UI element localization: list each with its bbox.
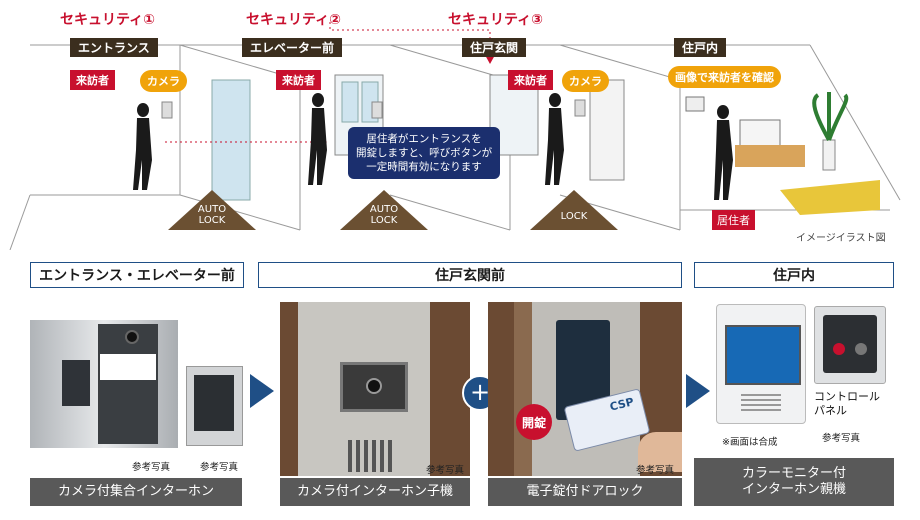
photo-entrance-intercom	[30, 320, 178, 448]
illustration-caption: イメージイラスト図	[796, 233, 886, 244]
tv	[739, 119, 781, 149]
autolock-label-2: AUTO LOCK	[369, 204, 399, 226]
lock-label: LOCK	[560, 211, 588, 222]
camera-lens-icon	[125, 330, 139, 344]
product-bar-master-monitor: カラーモニター付 インターホン親機	[694, 458, 894, 506]
card-brand: CSP	[608, 395, 636, 414]
arrow-right-icon	[250, 374, 274, 408]
control-panel-label: コントロール パネル	[814, 390, 880, 417]
camera-label-2: カメラ	[562, 70, 609, 92]
intercom-panel	[98, 324, 158, 444]
resident-label: 居住者	[712, 210, 755, 230]
plant	[812, 92, 849, 141]
area-tag-door: 住戸玄関	[462, 38, 527, 57]
photo-note-3: 参考写真	[426, 465, 465, 476]
area-tag-indoor: 住戸内	[674, 38, 727, 57]
hand	[638, 432, 682, 472]
area-tag-entrance: エントランス	[70, 38, 158, 57]
button-icon	[855, 343, 867, 355]
photo-note-4: 参考写真	[636, 465, 675, 476]
autolock-label-1: AUTO LOCK	[197, 204, 227, 226]
entrance-glass-door	[211, 79, 251, 201]
partition-3	[559, 44, 681, 81]
entrance-wall-outline	[30, 44, 181, 196]
partition-2	[389, 44, 511, 81]
security-illustration: セキュリティ① セキュリティ② セキュリティ③ エントランス エレベーター前 住…	[0, 0, 920, 250]
photo-note-2: 参考写真	[200, 462, 239, 473]
lock-marker	[530, 190, 618, 230]
keypad-panel	[194, 375, 234, 431]
speaker-grille	[348, 440, 394, 472]
intercom-display	[100, 354, 156, 380]
security-title-3: セキュリティ③	[448, 12, 544, 28]
sofa	[780, 180, 880, 215]
camera-panel-3	[574, 99, 586, 117]
photo-elevator-keypad	[186, 366, 243, 446]
keypad	[62, 360, 90, 406]
photo-note-5: ※画面は合成	[722, 437, 778, 448]
callout-box: 居住者がエントランスを 開錠しますと、呼びボタンが 一定時間有効になります	[348, 127, 501, 179]
photo-note-1: 参考写真	[132, 462, 171, 473]
security-title-1: セキュリティ①	[60, 12, 156, 28]
unit-door	[589, 79, 625, 181]
photo-note-6: 参考写真	[822, 433, 861, 444]
visitor-label-3: 来訪者	[508, 70, 553, 90]
photo-master-monitor	[716, 304, 806, 424]
photo-control-panel	[814, 306, 886, 384]
area-tag-elevator: エレベーター前	[242, 38, 343, 57]
unlock-badge: 開錠	[516, 404, 552, 440]
header-entrance-elevator: エントランス・エレベーター前	[30, 262, 244, 288]
visitor-label-2: 来訪者	[276, 70, 321, 90]
autolock-marker-1	[168, 190, 256, 230]
monitor-screen	[725, 325, 801, 385]
header-indoor: 住戸内	[694, 262, 894, 288]
monitor-speaker	[741, 391, 781, 411]
photo-door-intercom	[280, 302, 470, 476]
photo-electronic-lock: 開錠 CSP	[488, 302, 682, 476]
tv-stand	[735, 145, 805, 167]
arrow-right-icon-2	[686, 374, 710, 408]
alarm-icon	[833, 343, 845, 355]
camera-lens-icon	[366, 378, 382, 394]
product-bar-entrance-intercom: カメラ付集合インターホン	[30, 478, 242, 506]
camera-label-1: カメラ	[140, 70, 187, 92]
product-bar-door-intercom: カメラ付インターホン子機	[280, 478, 470, 506]
visitor-label-1: 来訪者	[70, 70, 115, 90]
product-bar-electronic-lock: 電子錠付ドアロック	[488, 478, 682, 506]
indoor-monitor	[685, 96, 705, 112]
visitor-silhouettes	[133, 93, 733, 200]
header-door-front: 住戸玄関前	[258, 262, 682, 288]
indoor-check-bubble: 画像で来訪者を確認	[668, 66, 781, 88]
security-title-2: セキュリティ②	[246, 12, 342, 28]
autolock-marker-2	[340, 190, 428, 230]
panel-face	[823, 315, 877, 373]
camera-panel-1	[161, 101, 173, 119]
